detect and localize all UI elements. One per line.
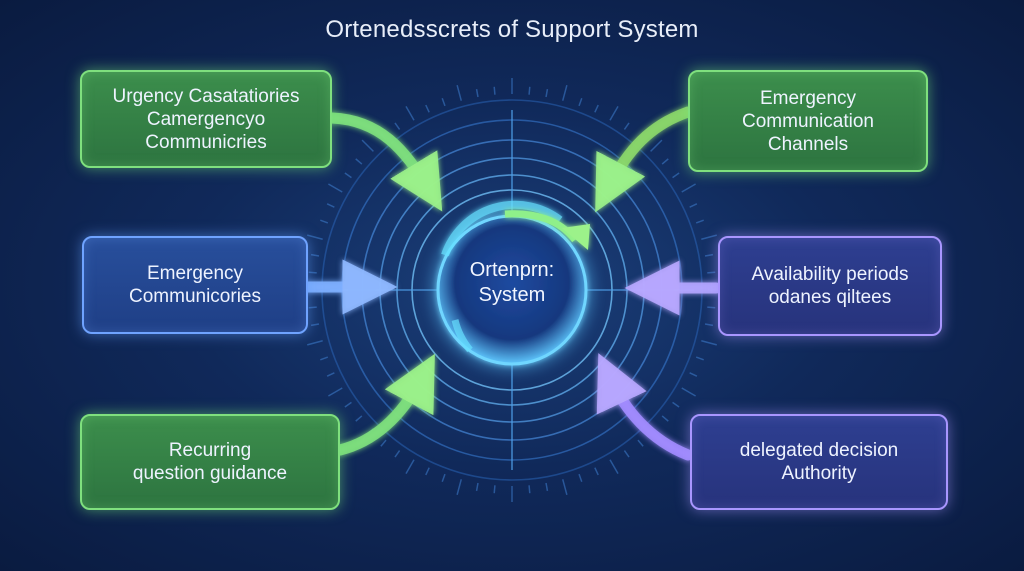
arrow-bottom-right (596, 353, 694, 461)
tick-mark (310, 253, 320, 257)
tick-mark (310, 323, 320, 327)
tick-mark (328, 387, 343, 397)
tick-mark (695, 219, 704, 224)
tick-mark (594, 104, 599, 113)
tick-mark (320, 356, 329, 361)
tick-mark (545, 88, 549, 98)
node-mid-left: Emergency Communicories (82, 236, 308, 334)
tick-mark (308, 271, 317, 274)
node-mid-right-line1: Availability periods (751, 264, 909, 285)
tick-mark (405, 106, 415, 121)
tick-mark (562, 479, 568, 495)
tick-mark (355, 158, 363, 165)
node-bottom-left-line1: Recurring (168, 440, 252, 461)
tick-mark (707, 306, 716, 309)
tick-mark (701, 340, 717, 346)
tick-mark (707, 271, 716, 274)
node-bottom-right-line2: Authority (781, 463, 857, 484)
tick-mark (623, 450, 630, 458)
tick-mark (380, 439, 387, 447)
tick-mark (578, 473, 583, 482)
tick-mark (493, 485, 496, 494)
node-bottom-left-line2: question guidance (132, 463, 288, 484)
tick-mark (475, 88, 479, 98)
center-label-line1: Ortenprn: (469, 259, 555, 281)
tick-mark (320, 219, 329, 224)
node-top-right-line1: Emergency (759, 87, 857, 109)
tick-mark (344, 401, 352, 408)
tick-mark (326, 372, 335, 377)
node-top-left-line1: Urgency Casatatiories (112, 85, 300, 107)
tick-mark (355, 415, 363, 422)
tick-mark (545, 482, 549, 492)
radial-ticks (300, 78, 724, 502)
node-mid-right-line2: odanes qiltees (768, 287, 892, 308)
node-bottom-left: Recurring question guidance (80, 414, 340, 510)
node-top-right: Emergency Communication Channels (688, 70, 928, 172)
tick-mark (623, 122, 630, 130)
tick-mark (661, 158, 669, 165)
tick-mark (456, 85, 462, 101)
tick-mark (326, 203, 335, 208)
tick-mark (425, 104, 430, 113)
tick-mark (394, 450, 401, 458)
arrow-bottom-left (334, 353, 435, 456)
tick-mark (441, 98, 446, 107)
tick-mark (328, 183, 343, 193)
tick-mark (307, 340, 323, 346)
node-bottom-right: delegated decision Authority (690, 414, 948, 510)
node-top-left-line3: Communicries (145, 131, 267, 153)
center-cycle-arrow (504, 210, 590, 250)
arrow-top-left (326, 112, 443, 212)
tick-mark (650, 139, 663, 152)
node-mid-left-line2: Communicories (129, 286, 261, 307)
tick-mark (672, 172, 680, 179)
tick-mark (361, 139, 374, 152)
tick-mark (609, 459, 619, 474)
center-core (430, 200, 594, 372)
node-top-left: Urgency Casatatiories Camergencyo Commun… (80, 70, 332, 168)
center-label-line2: System (478, 284, 546, 306)
node-top-left-line2: Camergencyo (146, 108, 266, 130)
tick-mark (704, 253, 714, 257)
tick-mark (695, 356, 704, 361)
tick-mark (307, 234, 323, 240)
tick-mark (475, 482, 479, 492)
tick-mark (578, 98, 583, 107)
tick-mark (394, 122, 401, 130)
tick-mark (562, 85, 568, 101)
tick-mark (681, 183, 696, 193)
tick-mark (609, 106, 619, 121)
tick-mark (528, 485, 531, 494)
node-top-right-line2: Communication (742, 110, 874, 132)
tick-mark (701, 234, 717, 240)
tick-mark (681, 387, 696, 397)
connector-arrows (302, 106, 722, 461)
node-bottom-right-line1: delegated decision (739, 440, 899, 461)
tick-mark (425, 467, 430, 476)
node-top-right-line3: Channels (767, 133, 849, 155)
arrow-top-right (595, 106, 694, 213)
tick-mark (456, 479, 462, 495)
tick-mark (594, 467, 599, 476)
tick-mark (493, 86, 496, 95)
tick-mark (704, 323, 714, 327)
tick-mark (689, 372, 698, 377)
tick-mark (405, 459, 415, 474)
tick-mark (661, 415, 669, 422)
diagram-title: Ortenedsscrets of Support System (325, 16, 699, 43)
node-mid-right: Availability periods odanes qiltees (718, 236, 942, 336)
node-mid-left-line1: Emergency (146, 263, 244, 284)
tick-mark (528, 86, 531, 95)
tick-mark (672, 401, 680, 408)
tick-mark (344, 172, 352, 179)
center-label: Ortenprn: System (432, 258, 592, 308)
tick-mark (689, 203, 698, 208)
tick-mark (441, 473, 446, 482)
tick-mark (308, 306, 317, 309)
tick-mark (637, 439, 644, 447)
